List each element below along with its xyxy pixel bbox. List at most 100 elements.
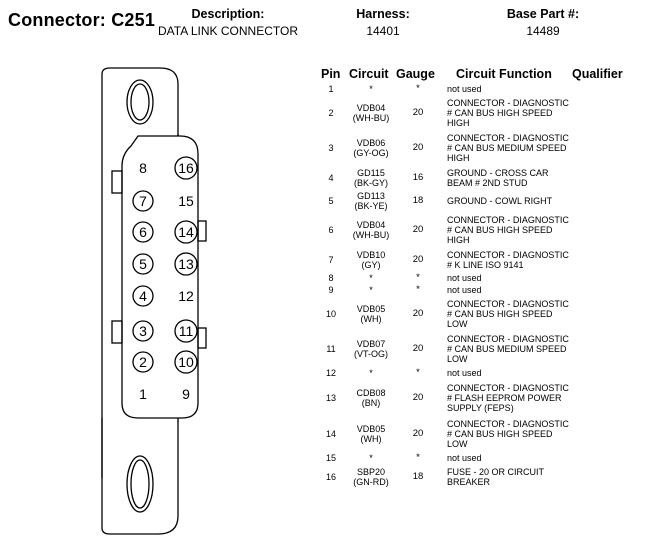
pin-7-label: 7 [139, 193, 147, 209]
base-part-value: 14489 [526, 24, 560, 38]
gauge-cell-line: 20 [412, 142, 424, 153]
gauge-cell: 20 [396, 307, 440, 319]
circuit-cell: * [346, 368, 396, 378]
function-cell: CONNECTOR - DIAGNOSTIC# CAN BUS HIGH SPE… [440, 299, 587, 329]
circuit-cell-line: (GY-OG) [353, 148, 389, 158]
column-header-gauge: Gauge [396, 67, 435, 81]
function-cell-line: # CAN BUS HIGH SPEED [447, 107, 553, 118]
circuit-cell-line: (WH) [360, 434, 382, 444]
function-cell-line: LOW [447, 318, 468, 329]
column-header-qualifier: Qualifier [572, 67, 623, 81]
function-cell: CONNECTOR - DIAGNOSTIC# K LINE ISO 9141 [440, 250, 587, 270]
function-cell-line: FUSE - 20 OR CIRCUIT [447, 467, 545, 477]
pin-13-label: 13 [178, 256, 194, 272]
function-cell: CONNECTOR - DIAGNOSTIC# CAN BUS MEDIUM S… [440, 334, 587, 364]
pin-cell: 11 [316, 344, 346, 354]
pin-cell: 2 [316, 108, 346, 118]
gauge-cell: 20 [396, 143, 440, 153]
column-header-pin: Pin [321, 67, 341, 81]
pin-13-ring [174, 252, 198, 276]
circuit-cell-line: (VT-OG) [354, 348, 388, 359]
function-cell-line: CONNECTOR - DIAGNOSTIC [447, 298, 569, 309]
pin-cell-line: 6 [328, 225, 334, 235]
gauge-cell: * [396, 273, 440, 283]
circuit-cell-line: * [369, 285, 373, 295]
circuit-cell-line: (GY) [361, 260, 381, 270]
pin-cell: 4 [316, 173, 346, 183]
function-cell-line: CONNECTOR - DIAGNOSTIC [447, 250, 569, 260]
pin-9-label: 9 [182, 386, 190, 402]
gauge-cell: 16 [396, 172, 440, 183]
pin-4-label: 4 [139, 288, 147, 304]
base-part-label: Base Part #: [506, 7, 580, 21]
description-label: Description: [191, 7, 265, 21]
pin-15-label: 15 [178, 193, 194, 209]
pin-cell-line: 12 [325, 367, 336, 378]
function-cell-line: # CAN BUS HIGH SPEED [447, 429, 553, 439]
function-cell: GROUND - COWL RIGHT [440, 196, 587, 206]
connector-title: Connector: C251 [8, 10, 155, 31]
gauge-cell-line: 20 [412, 307, 424, 319]
harness-block: Harness: 14401 [348, 7, 418, 38]
connector-label: Connector: [8, 10, 106, 30]
base-part-block: Base Part #: 14489 [493, 7, 593, 38]
function-cell-line: HIGH [447, 117, 470, 128]
function-cell-line: LOW [447, 439, 468, 449]
pin-cell-line: 11 [326, 343, 336, 354]
pin-5-label: 5 [139, 256, 147, 272]
pin-12-label: 12 [178, 288, 194, 304]
circuit-cell-line: GD113 [357, 190, 385, 201]
gauge-cell: * [396, 285, 440, 295]
function-cell-line: LOW [447, 353, 468, 364]
pin-14-label: 14 [178, 224, 194, 240]
function-cell-line: not used [447, 367, 482, 378]
circuit-cell-line: SBP20 [356, 467, 386, 477]
pin-cell-line: 14 [325, 429, 336, 439]
circuit-cell-line: GD115 [357, 167, 385, 178]
function-cell-line: not used [447, 285, 482, 295]
pin-cell-line: 10 [325, 308, 336, 319]
pin-4-ring [132, 285, 154, 307]
top-mounting-slot [126, 79, 154, 125]
pin-8-label: 8 [139, 160, 147, 176]
function-cell-line: # FLASH EEPROM POWER [447, 392, 562, 403]
connector-id: C251 [111, 10, 156, 30]
gauge-cell-line: 20 [412, 428, 424, 439]
pin-7-ring [132, 190, 154, 212]
function-cell-line: CONNECTOR - DIAGNOSTIC [447, 382, 569, 393]
circuit-cell-line: * [369, 367, 373, 378]
function-cell: CONNECTOR - DIAGNOSTIC# CAN BUS HIGH SPE… [440, 98, 587, 128]
pin-3-label: 3 [139, 323, 147, 339]
circuit-cell-line: (WH-BU) [352, 230, 390, 240]
circuit-cell-line: VDB05 [356, 424, 386, 434]
function-cell: not used [440, 453, 587, 463]
function-cell-line: HIGH [447, 153, 470, 163]
circuit-cell-line: * [369, 84, 373, 94]
function-cell: not used [440, 84, 587, 94]
description-block: Description: DATA LINK CONNECTOR [148, 7, 308, 38]
function-cell: CONNECTOR - DIAGNOSTIC# CAN BUS MEDIUM S… [440, 133, 587, 163]
gauge-cell-line: 20 [412, 391, 424, 403]
pin-cell: 3 [316, 143, 346, 153]
pin-cell-line: 13 [325, 392, 336, 403]
function-cell-line: BEAM # 2ND STUD [447, 177, 528, 188]
pin-cell: 12 [316, 368, 346, 378]
gauge-cell: 20 [396, 106, 440, 118]
gauge-cell-line: 20 [412, 106, 424, 118]
gauge-cell-line: * [416, 272, 420, 283]
function-cell-line: CONNECTOR - DIAGNOSTIC [447, 419, 569, 429]
circuit-cell: VDB04(WH-BU) [346, 220, 396, 240]
gauge-cell-line: 20 [412, 224, 424, 235]
function-cell-line: CONNECTOR - DIAGNOSTIC [447, 215, 569, 225]
circuit-cell: * [346, 285, 396, 295]
pin-cell: 1 [316, 84, 346, 94]
circuit-cell: * [346, 84, 396, 94]
function-cell-line: HIGH [447, 235, 470, 245]
